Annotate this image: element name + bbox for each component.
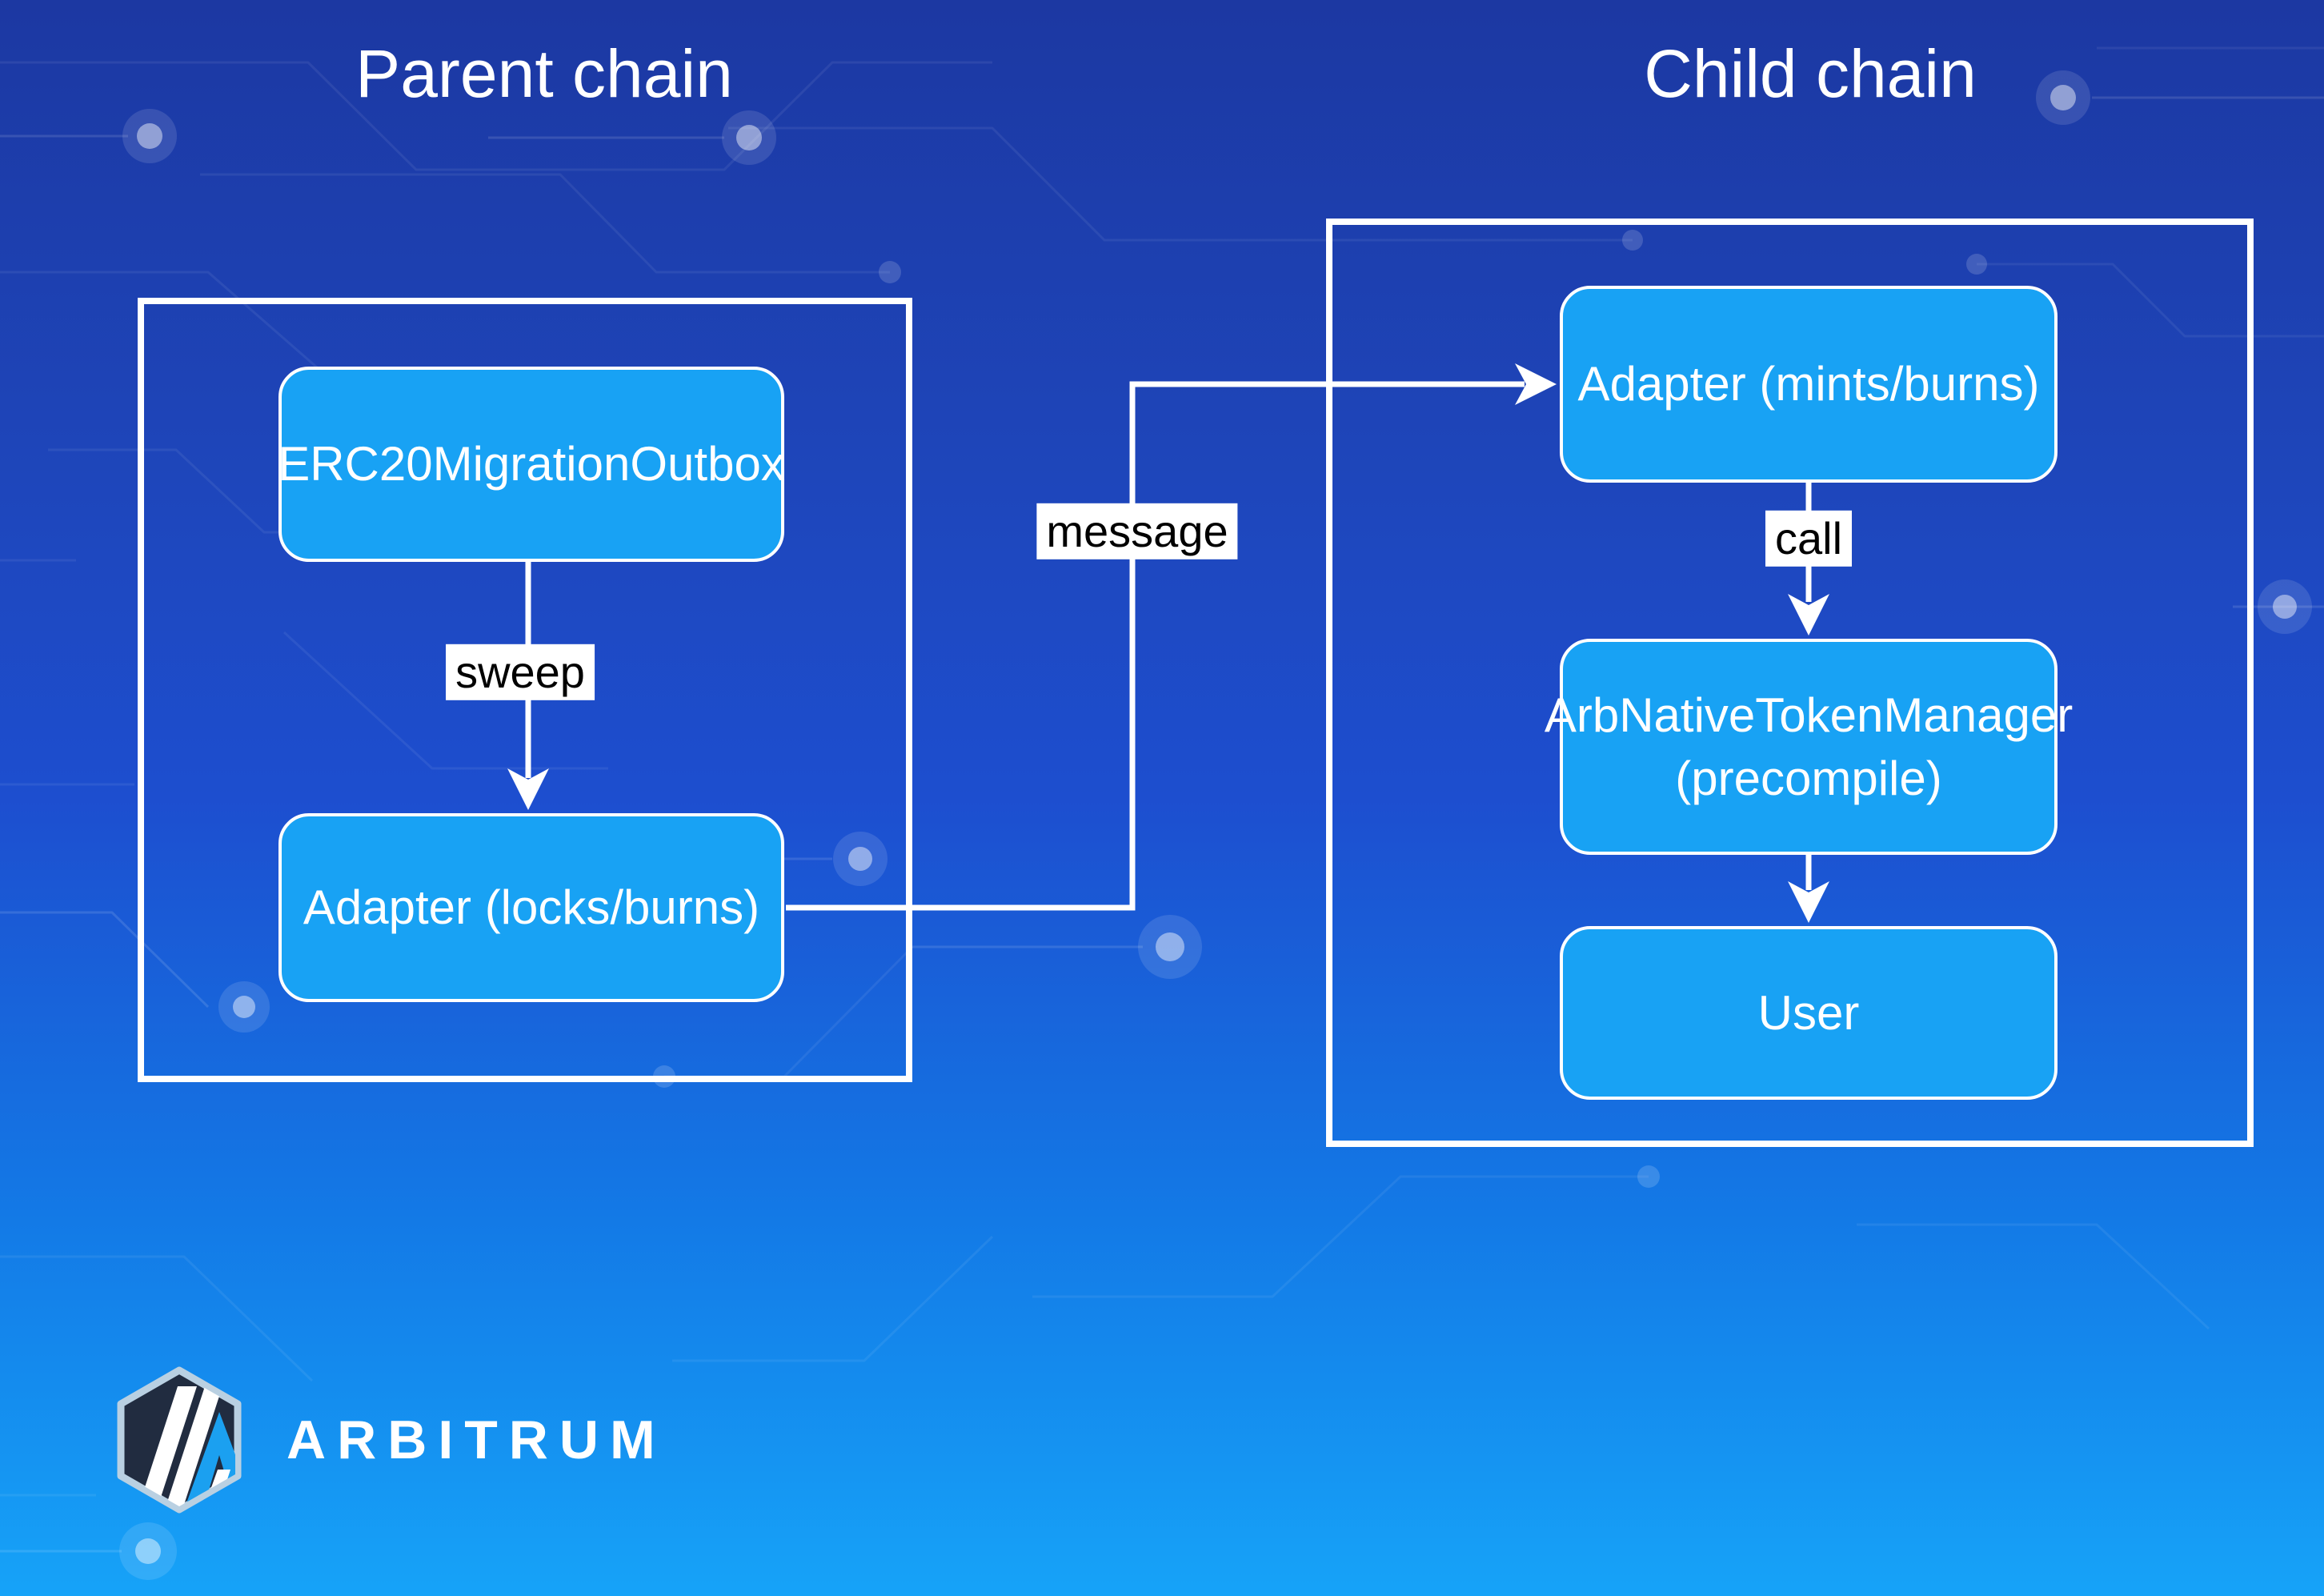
glow-dot bbox=[1138, 915, 1202, 979]
node-erc20-migration-outbox: ERC20MigrationOutbox bbox=[278, 367, 785, 562]
node-label: ERC20MigrationOutbox bbox=[278, 437, 785, 491]
node-label-line1: ArbNativeTokenManager bbox=[1544, 688, 2074, 742]
node-adapter-locks-burns: Adapter (locks/burns) bbox=[278, 813, 784, 1002]
parent-chain-title: Parent chain bbox=[355, 36, 733, 111]
node-label-line2: (precompile) bbox=[1675, 752, 1942, 805]
glow-dot bbox=[119, 1522, 177, 1580]
node-label: User bbox=[1757, 985, 1860, 1040]
arbitrum-wordmark: ARBITRUM bbox=[286, 1410, 667, 1470]
node-label: ArbNativeTokenManager (precompile) bbox=[1545, 684, 2073, 810]
node-label: Adapter (mints/burns) bbox=[1577, 357, 2040, 411]
node-label: Adapter (locks/burns) bbox=[303, 880, 760, 935]
edge-label-sweep: sweep bbox=[446, 644, 595, 701]
edge-label-call: call bbox=[1765, 510, 1853, 567]
node-adapter-mints-burns: Adapter (mints/burns) bbox=[1560, 286, 2058, 483]
glow-dot bbox=[2036, 70, 2090, 125]
child-chain-title: Child chain bbox=[1644, 36, 1977, 111]
glow-dot bbox=[722, 110, 776, 165]
arbitrum-logo-icon bbox=[117, 1366, 242, 1514]
edge-label-message: message bbox=[1036, 503, 1238, 560]
arbitrum-brand: ARBITRUM bbox=[112, 1365, 667, 1514]
node-arb-native-token-manager: ArbNativeTokenManager (precompile) bbox=[1545, 639, 2073, 855]
glow-dot bbox=[122, 109, 177, 163]
node-user: User bbox=[1560, 926, 2058, 1100]
glow-dot bbox=[2258, 579, 2312, 634]
